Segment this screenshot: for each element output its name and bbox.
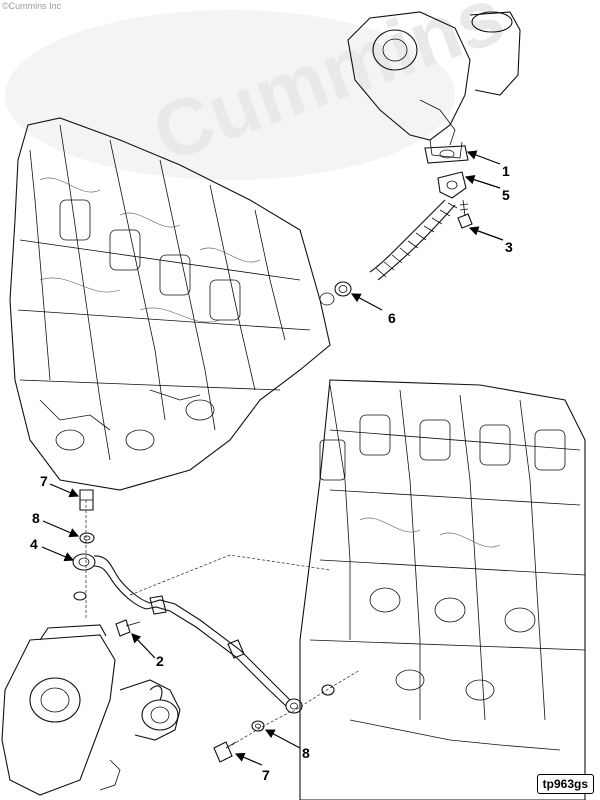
svg-text:7: 7 [40,473,48,489]
capscrew-part-3 [457,199,473,229]
callout-4: 4 [30,536,75,562]
svg-text:5: 5 [502,187,510,203]
figure-id-label: tp963gs [536,774,594,794]
upper-engine-block [9,117,331,491]
svg-text:8: 8 [302,745,310,761]
svg-text:6: 6 [388,310,396,326]
svg-text:2: 2 [156,653,164,669]
block-port-washer [321,684,335,696]
sealing-washer-part-8-mid [73,591,87,601]
drain-hose-part-6 [369,199,458,281]
callout-7-lower: 7 [234,752,270,783]
copyright-notice: ©Cummins Inc [2,1,62,11]
capscrew-part-2 [115,619,141,637]
callout-7-upper: 7 [40,473,80,498]
gasket-part-1 [424,145,469,164]
callout-6: 6 [350,293,396,326]
turbocharger-lower [1,624,181,796]
callout-8-lower: 8 [264,729,310,761]
brand-watermark: Cummins [5,0,515,180]
svg-text:8: 8 [32,510,40,526]
assembly-centerlines [85,500,361,746]
sealing-washer-part-8-upper [79,532,95,544]
sealing-washer-part-8-lower [251,720,265,732]
turbocharger-upper [347,11,521,159]
callout-8-upper: 8 [32,510,80,538]
svg-text:7: 7 [262,767,270,783]
callout-2: 2 [131,633,164,669]
o-ring-part-6 [319,281,352,306]
oil-supply-tube-part-4 [72,553,303,714]
callout-3: 3 [468,226,513,255]
banjo-bolt-part-7-lower [213,741,237,763]
svg-text:1: 1 [502,163,510,179]
svg-text:3: 3 [505,239,513,255]
callout-1: 1 [466,150,510,179]
drain-flange-part-5 [437,171,467,199]
svg-text:4: 4 [30,536,38,552]
callout-5: 5 [464,175,510,203]
banjo-bolt-part-7-upper [79,489,94,511]
lower-engine-block [299,379,586,800]
